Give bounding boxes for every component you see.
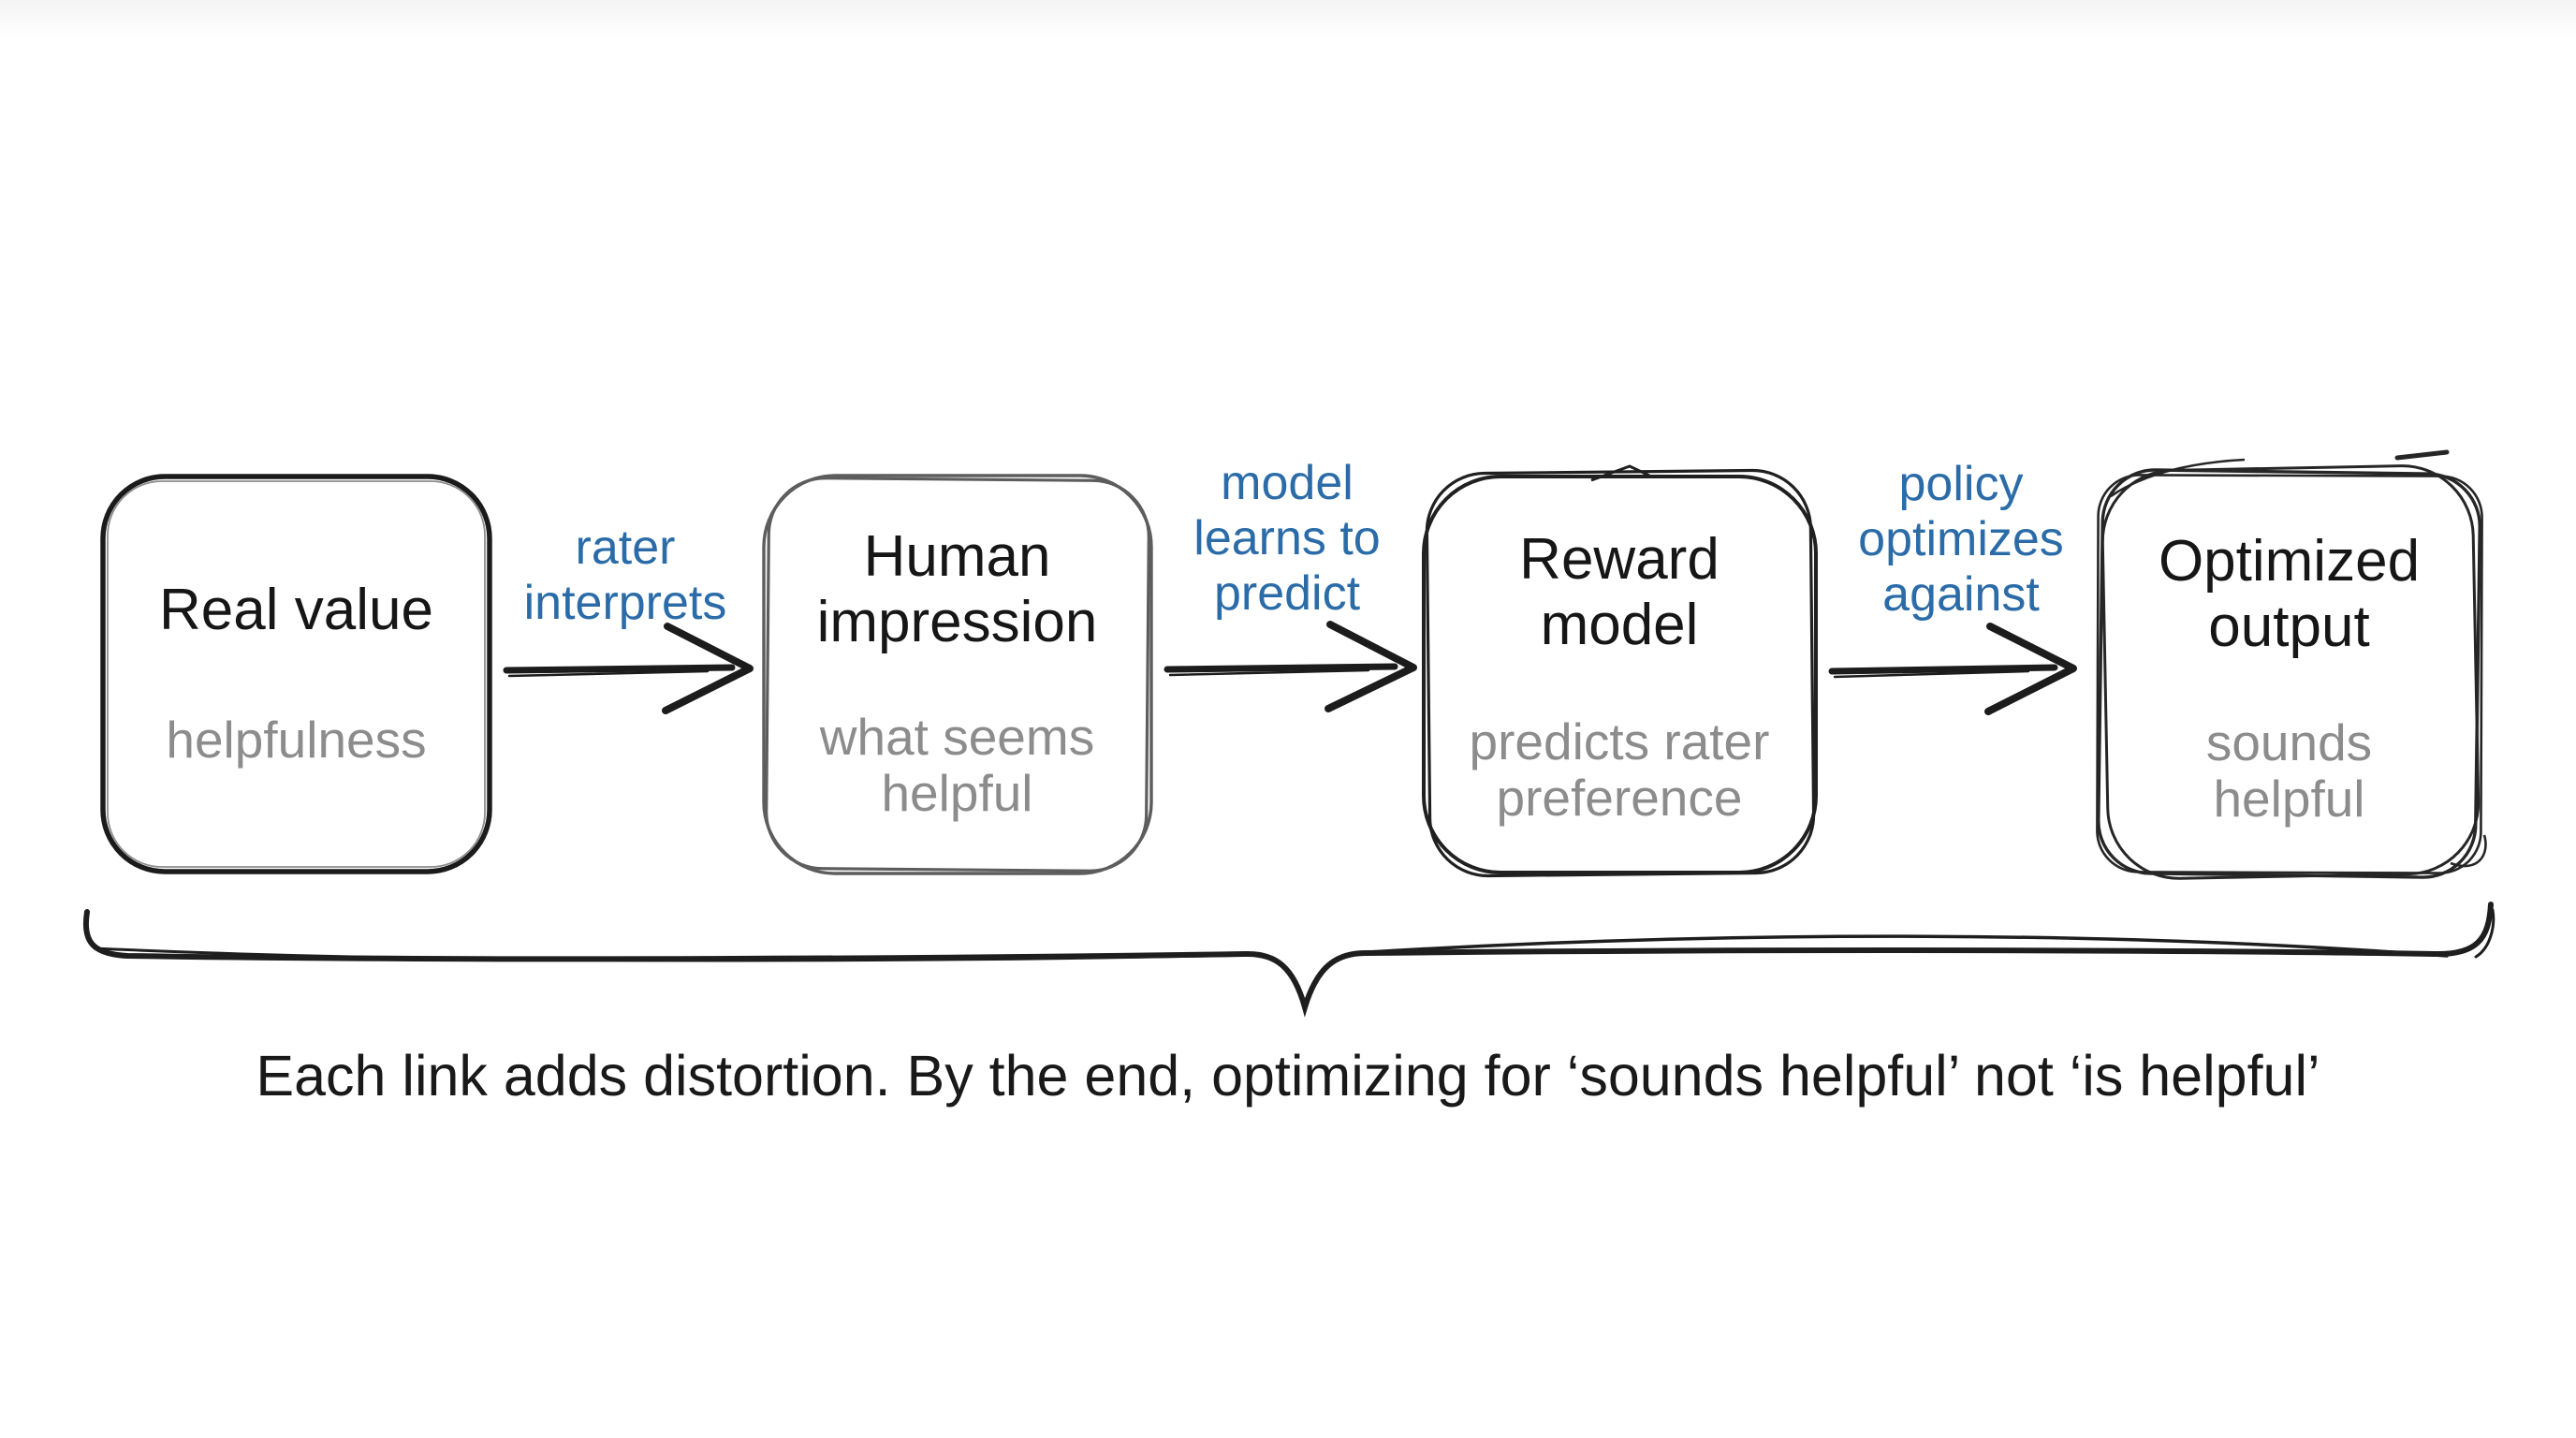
arrow-label-line: policy [1898, 457, 2024, 511]
box-title-line: model [1540, 593, 1699, 657]
arrow-policy-optimizes-against [1828, 623, 2077, 715]
arrow-label-model-learns-to-predict: model learns to predict [1144, 456, 1430, 622]
box-title-human-impression: Human impression [761, 524, 1153, 655]
box-subtitle-line: preference [1496, 769, 1743, 827]
arrow-label-line: interprets [523, 576, 727, 630]
arrow-model-learns-to-predict [1164, 621, 1417, 712]
arrow-label-line: against [1882, 567, 2040, 622]
box-title-line: impression [816, 590, 1098, 654]
box-title-reward-model: Reward model [1421, 527, 1818, 658]
box-subtitle-real-value: helpfulness [101, 712, 491, 768]
box-subtitle-line: what seems [819, 708, 1095, 766]
arrow-label-rater-interprets: rater interprets [485, 521, 766, 631]
arrow-label-line: model [1221, 456, 1354, 510]
box-subtitle-line: helpful [881, 764, 1033, 822]
arrow-label-line: rater [575, 521, 676, 575]
box-title-optimized-output: Optimized output [2098, 529, 2481, 660]
box-outline-reward-model [1422, 464, 1818, 878]
box-subtitle-reward-model: predicts rater preference [1421, 713, 1818, 826]
box-subtitle-line: helpful [2213, 770, 2365, 828]
curly-brace [82, 902, 2496, 1018]
arrow-label-line: learns to [1193, 511, 1381, 565]
arrow-label-line: optimizes [1858, 512, 2064, 566]
box-outline-human-impression [762, 474, 1153, 875]
box-title-line: Real value [159, 578, 433, 642]
arrow-label-line: predict [1213, 566, 1361, 621]
box-outline-real-value [100, 474, 492, 874]
brace-caption: Each link adds distortion. By the end, o… [256, 1044, 2320, 1108]
box-subtitle-human-impression: what seems helpful [761, 709, 1153, 821]
box-subtitle-line: helpfulness [166, 711, 427, 769]
arrow-label-policy-optimizes-against: policy optimizes against [1818, 457, 2104, 623]
box-subtitle-line: sounds [2205, 713, 2373, 771]
box-subtitle-optimized-output: sounds helpful [2098, 714, 2481, 827]
arrow-rater-interprets [503, 623, 754, 714]
box-title-line: output [2208, 594, 2370, 659]
box-title-real-value: Real value [101, 577, 491, 644]
box-subtitle-line: predicts rater [1469, 712, 1770, 770]
box-title-line: Human [863, 524, 1051, 589]
box-outline-optimized-output [2096, 449, 2487, 880]
box-title-line: Optimized [2158, 529, 2421, 594]
box-title-line: Reward [1519, 527, 1720, 592]
